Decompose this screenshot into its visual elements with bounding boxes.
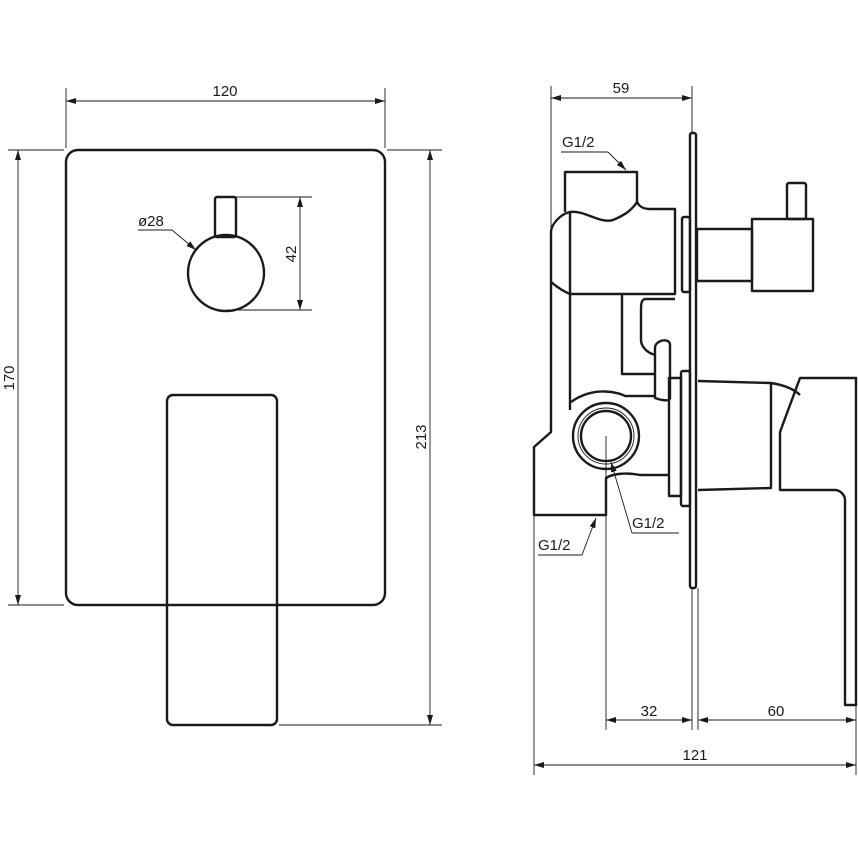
diverter-spindle [695,227,754,283]
depth-dimension-label: 59 [613,80,630,97]
lower-trim-ring [679,369,692,508]
inlet-top-label: G1/2 [562,134,595,151]
outlet-bottom-label: G1/2 [538,537,571,554]
diverter-knob [186,233,266,313]
knob-diameter-leader [171,229,197,251]
outlet-side-label: G1/2 [632,515,665,532]
height-dimension-label: 170 [1,365,18,390]
width-dimension-label: 120 [212,83,237,100]
diverter-pin [785,181,808,221]
knob-diameter-label: ø28 [138,213,164,230]
mixer-lever [165,393,279,727]
valve-body [532,170,669,517]
diverter-stem [213,195,238,239]
lever-projection-dimension-label: 60 [768,703,785,720]
knob-height-dimension-label: 42 [283,246,300,263]
side-view: 59 G1/2 G1/2 G1/2 32 60 121 [532,80,858,775]
total-height-dimension-label: 213 [413,424,430,449]
wall-offset-dimension-label: 32 [641,703,658,720]
mixer-lever-side [778,376,858,707]
upper-trim-ring [680,215,692,294]
front-view: 120 170 213 42 ø28 [1,83,442,727]
mixer-body [697,379,773,492]
diverter-knob-side [750,217,815,293]
total-depth-dimension-label: 121 [682,747,707,764]
wall-plate [688,131,698,590]
cover-plate [64,148,387,607]
